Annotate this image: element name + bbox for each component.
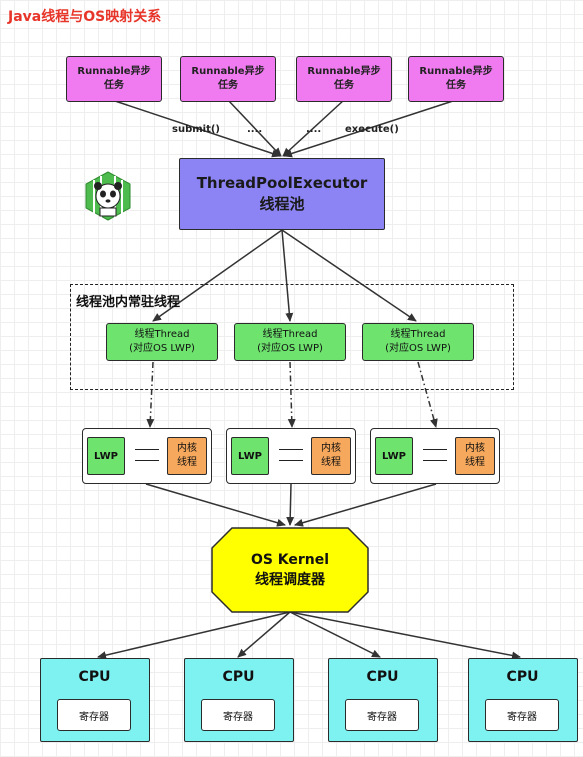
kernel-thread-box: 内核 线程 — [167, 437, 207, 475]
thread-sublabel: (对应OS LWP) — [385, 343, 451, 354]
runnable-sublabel: 任务 — [446, 80, 466, 91]
edge-label-ellipsis-1: .... — [247, 124, 263, 135]
arrow-executor-thread-2 — [281, 229, 294, 322]
edge-label-execute: execute() — [345, 124, 399, 135]
thread-sublabel: (对应OS LWP) — [129, 343, 195, 354]
kernel-octagon — [211, 527, 369, 613]
runnable-task-2: Runnable异步 任务 — [180, 56, 276, 102]
runnable-task-4: Runnable异步 任务 — [408, 56, 504, 102]
thread-pool-executor: ThreadPoolExecutor 线程池 — [179, 158, 385, 230]
arrow-thread-lwp-1 — [146, 361, 155, 428]
kernel-thread-label: 内核 — [321, 443, 341, 454]
arrow-lwp-kernel-3 — [294, 483, 437, 527]
arrow-executor-thread-3 — [281, 229, 417, 322]
runnable-label: Runnable异步 — [191, 66, 265, 77]
register-box: 寄存器 — [345, 699, 419, 731]
kernel-thread-box: 内核 线程 — [311, 437, 351, 475]
page-title: Java线程与OS映射关系 — [8, 9, 162, 25]
runnable-task-1: Runnable异步 任务 — [66, 56, 162, 102]
lwp-group-3: LWP 内核 线程 — [370, 428, 500, 484]
thread-label: 线程Thread — [262, 329, 318, 340]
runnable-task-3: Runnable异步 任务 — [296, 56, 392, 102]
arrow-runnable-3 — [282, 99, 345, 157]
cpu-label: CPU — [506, 669, 539, 685]
thread-label: 线程Thread — [390, 329, 446, 340]
runnable-label: Runnable异步 — [307, 66, 381, 77]
lwp-link-line — [423, 449, 447, 450]
lwp-group-2: LWP 内核 线程 — [226, 428, 356, 484]
kernel-thread-sublabel: 线程 — [321, 457, 341, 468]
cpu-1: CPU 寄存器 — [40, 658, 150, 742]
arrow-runnable-4 — [283, 99, 457, 158]
pool-label: 线程池内常驻线程 — [76, 295, 181, 310]
arrow-lwp-kernel-1 — [145, 483, 286, 527]
runnable-sublabel: 任务 — [104, 80, 124, 91]
register-box: 寄存器 — [201, 699, 275, 731]
cpu-label: CPU — [366, 669, 399, 685]
register-box: 寄存器 — [57, 699, 131, 731]
pool-thread-1: 线程Thread (对应OS LWP) — [106, 323, 218, 361]
register-box: 寄存器 — [485, 699, 559, 731]
kernel-thread-sublabel: 线程 — [465, 457, 485, 468]
runnable-sublabel: 任务 — [334, 80, 354, 91]
lwp-group-1: LWP 内核 线程 — [82, 428, 212, 484]
arrow-kernel-cpu-1 — [97, 611, 291, 660]
arrow-kernel-cpu-3 — [289, 611, 381, 658]
lwp-box: LWP — [375, 437, 413, 475]
arrow-thread-lwp-3 — [417, 361, 438, 428]
kernel-thread-label: 内核 — [177, 443, 197, 454]
lwp-link-line — [135, 449, 159, 450]
thread-label: 线程Thread — [134, 329, 190, 340]
cpu-3: CPU 寄存器 — [328, 658, 438, 742]
arrow-runnable-1 — [111, 99, 281, 158]
lwp-box: LWP — [87, 437, 125, 475]
runnable-label: Runnable异步 — [419, 66, 493, 77]
lwp-box: LWP — [231, 437, 269, 475]
lwp-link-line — [423, 460, 447, 461]
cpu-2: CPU 寄存器 — [184, 658, 294, 742]
runnable-label: Runnable异步 — [77, 66, 151, 77]
edge-label-submit: submit() — [172, 124, 220, 135]
pool-thread-3: 线程Thread (对应OS LWP) — [362, 323, 474, 361]
arrow-kernel-cpu-4 — [289, 611, 521, 660]
arrow-runnable-2 — [227, 99, 282, 157]
panda-logo — [85, 171, 131, 221]
lwp-link-line — [279, 449, 303, 450]
arrow-lwp-kernel-2 — [286, 483, 295, 526]
arrow-thread-lwp-2 — [287, 361, 296, 428]
arrow-executor-thread-1 — [152, 229, 283, 322]
resident-thread-pool — [70, 284, 514, 390]
thread-sublabel: (对应OS LWP) — [257, 343, 323, 354]
cpu-4: CPU 寄存器 — [468, 658, 578, 742]
lwp-link-line — [135, 460, 159, 461]
kernel-name: OS Kernel — [250, 552, 330, 568]
runnable-sublabel: 任务 — [218, 80, 238, 91]
kernel-thread-label: 内核 — [465, 443, 485, 454]
executor-sublabel: 线程池 — [259, 195, 305, 213]
arrow-kernel-cpu-2 — [237, 611, 291, 658]
cpu-label: CPU — [222, 669, 255, 685]
kernel-sublabel: 线程调度器 — [255, 572, 325, 588]
kernel-thread-sublabel: 线程 — [177, 457, 197, 468]
executor-name: ThreadPoolExecutor — [196, 174, 368, 192]
lwp-link-line — [279, 460, 303, 461]
edge-label-ellipsis-2: .... — [306, 124, 322, 135]
kernel-thread-box: 内核 线程 — [455, 437, 495, 475]
pool-thread-2: 线程Thread (对应OS LWP) — [234, 323, 346, 361]
cpu-label: CPU — [78, 669, 111, 685]
os-kernel-scheduler: OS Kernel 线程调度器 — [212, 528, 368, 612]
